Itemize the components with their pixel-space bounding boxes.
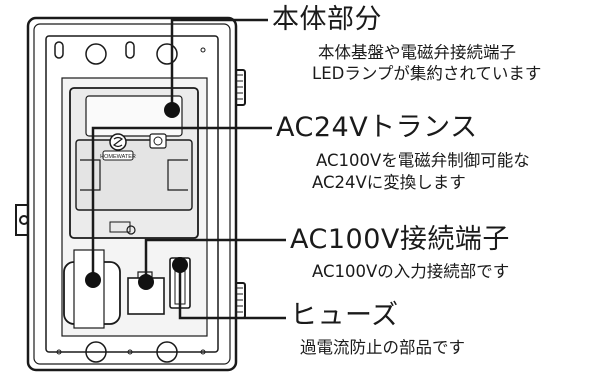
callout-title-body: 本体部分 <box>272 4 382 35</box>
marker-dot-fuse <box>172 257 188 273</box>
callout-desc-transformer-line2: AC24Vに変換します <box>312 173 466 192</box>
marker-dot-ac100v-terminal <box>138 274 154 290</box>
main-body-unit <box>69 87 199 239</box>
marker-dot-transformer <box>85 272 101 288</box>
leader-line-transformer <box>91 126 272 280</box>
leader-line-fuse <box>178 265 286 320</box>
callout-title-ac100v-terminal: AC100V接続端子 <box>290 224 510 255</box>
leader-line-ac100v-terminal <box>144 238 286 280</box>
callout-desc-fuse: 過電流防止の部品です <box>300 338 465 357</box>
callout-desc-body-line2: LEDランプが集約されています <box>312 64 542 83</box>
callout-title-fuse: ヒューズ <box>290 300 399 331</box>
leader-line-body <box>170 18 268 110</box>
terminal-area <box>63 249 191 329</box>
callout-desc-transformer-line1: AC100Vを電磁弁制御可能な <box>316 151 530 170</box>
callout-title-transformer: AC24Vトランス <box>276 112 478 143</box>
brand-label-plate <box>102 150 134 161</box>
brand-label-text: HOMEWATER <box>100 154 136 160</box>
marker-dot-body <box>164 102 180 118</box>
callout-desc-ac100v-terminal: AC100Vの入力接続部です <box>312 262 510 281</box>
callout-desc-body-line1: 本体基盤や電磁弁接続端子 <box>318 43 516 62</box>
